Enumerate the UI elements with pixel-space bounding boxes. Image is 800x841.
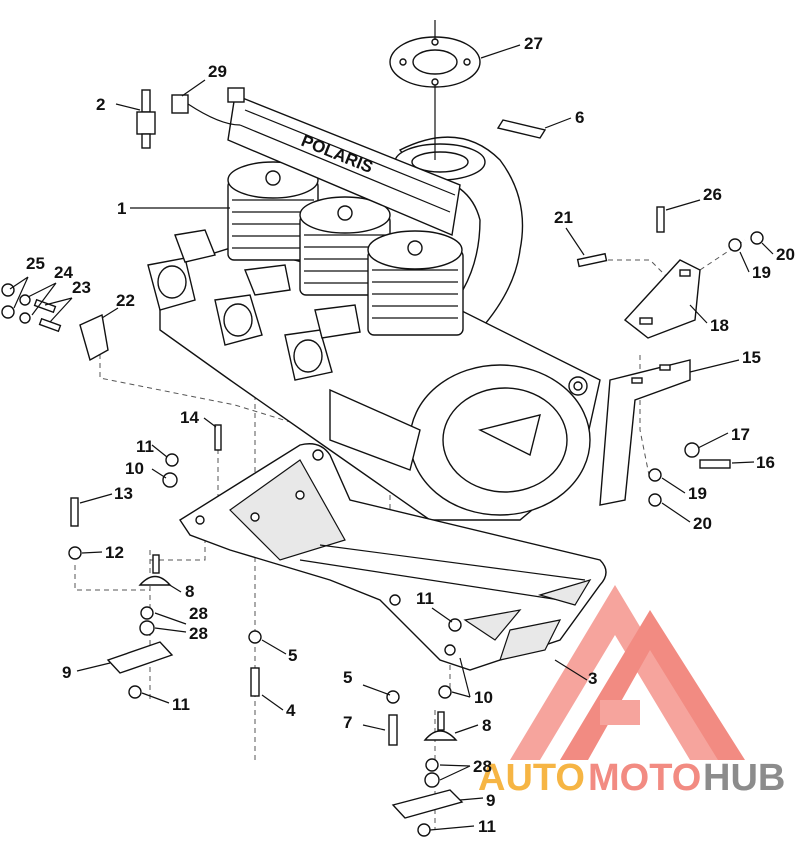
- nut-11-d: [417, 823, 431, 837]
- callout-10a: 10: [125, 459, 144, 478]
- callout-11c: 11: [416, 589, 434, 608]
- bracket-15: [599, 359, 691, 506]
- washer-5-a: [248, 630, 262, 644]
- nut-11-c: [128, 685, 142, 699]
- fasteners-left: [1, 283, 62, 333]
- callout-29: 29: [208, 62, 227, 81]
- callout-23: 23: [72, 278, 91, 297]
- bolt-26: [656, 206, 665, 233]
- callout-1: 1: [117, 199, 126, 218]
- callout-28a: 28: [189, 604, 208, 623]
- callout-22: 22: [116, 291, 135, 310]
- callout-7: 7: [343, 713, 352, 732]
- callout-5b: 5: [343, 668, 352, 687]
- bolt-13: [70, 497, 79, 527]
- engine-block: POLARIS: [147, 87, 601, 521]
- spark-plug: [136, 89, 156, 149]
- callout-10b: 10: [474, 688, 493, 707]
- nut-20: [648, 493, 662, 507]
- watermark-auto: AUTO: [478, 757, 585, 799]
- callout-20b: 20: [776, 245, 795, 264]
- callout-8a: 8: [185, 582, 194, 601]
- motor-plate: [179, 443, 607, 671]
- callout-28c: 28: [473, 757, 492, 776]
- bracket-22: [79, 313, 109, 362]
- callout-14: 14: [180, 408, 199, 427]
- callout-11d: 11: [478, 817, 496, 836]
- callout-4: 4: [286, 701, 296, 720]
- washer-17: [684, 442, 700, 458]
- callout-16: 16: [756, 453, 775, 472]
- rubber-mount-left: [138, 554, 172, 636]
- nut-20-top: [750, 231, 764, 245]
- callout-11b: 11: [172, 695, 190, 714]
- head-gasket: [389, 36, 481, 88]
- callout-25: 25: [26, 254, 45, 273]
- callouts: 1 2 3 4 5 5 6 7 8 8 9 9 10 10 11 11 11 1…: [26, 34, 795, 836]
- washer-5-b: [386, 690, 400, 704]
- callout-26: 26: [703, 185, 722, 204]
- callout-12: 12: [105, 543, 124, 562]
- decal: [496, 119, 547, 139]
- bolt-14: [214, 424, 222, 451]
- callout-18: 18: [710, 316, 729, 335]
- mount-plate-right: [391, 789, 464, 819]
- callout-9a: 9: [62, 663, 71, 682]
- callout-24: 24: [54, 263, 73, 282]
- callout-17: 17: [731, 425, 750, 444]
- temp-sensor: [171, 94, 241, 126]
- carb-flanges: [147, 229, 361, 381]
- callout-21: 21: [554, 208, 573, 227]
- watermark-logo: [510, 585, 745, 760]
- bolt-4: [250, 667, 260, 697]
- cylinders: [227, 161, 464, 336]
- callout-28b: 28: [189, 624, 208, 643]
- washer-19-top: [728, 238, 742, 252]
- watermark-hub: HUB: [703, 757, 785, 799]
- callout-27: 27: [524, 34, 543, 53]
- watermark-moto: MOTO: [588, 757, 701, 799]
- callout-19b: 19: [752, 263, 771, 282]
- callout-19a: 19: [688, 484, 707, 503]
- callout-8b: 8: [482, 716, 491, 735]
- callout-20a: 20: [693, 514, 712, 533]
- washer-19: [648, 468, 662, 482]
- washer-10-a: [162, 472, 178, 488]
- bolt-16: [699, 459, 731, 469]
- watermark-text: AUTO MOTO HUB: [478, 757, 785, 799]
- bolt-21: [576, 252, 608, 268]
- nut-11-a: [165, 453, 179, 467]
- washer-10-b: [438, 685, 452, 699]
- leader-lines: [9, 20, 774, 831]
- callout-9b: 9: [486, 791, 495, 810]
- bracket-18: [623, 259, 701, 339]
- callout-15: 15: [742, 348, 761, 367]
- callout-3: 3: [588, 669, 597, 688]
- callout-6: 6: [575, 108, 584, 127]
- callout-11a: 11: [136, 437, 154, 456]
- callout-13: 13: [114, 484, 133, 503]
- bolt-7: [388, 714, 398, 746]
- washer-12: [68, 546, 82, 560]
- rubber-mount-right: [423, 711, 458, 788]
- mount-plate-left: [106, 641, 174, 674]
- callout-5a: 5: [288, 646, 297, 665]
- callout-2: 2: [96, 95, 105, 114]
